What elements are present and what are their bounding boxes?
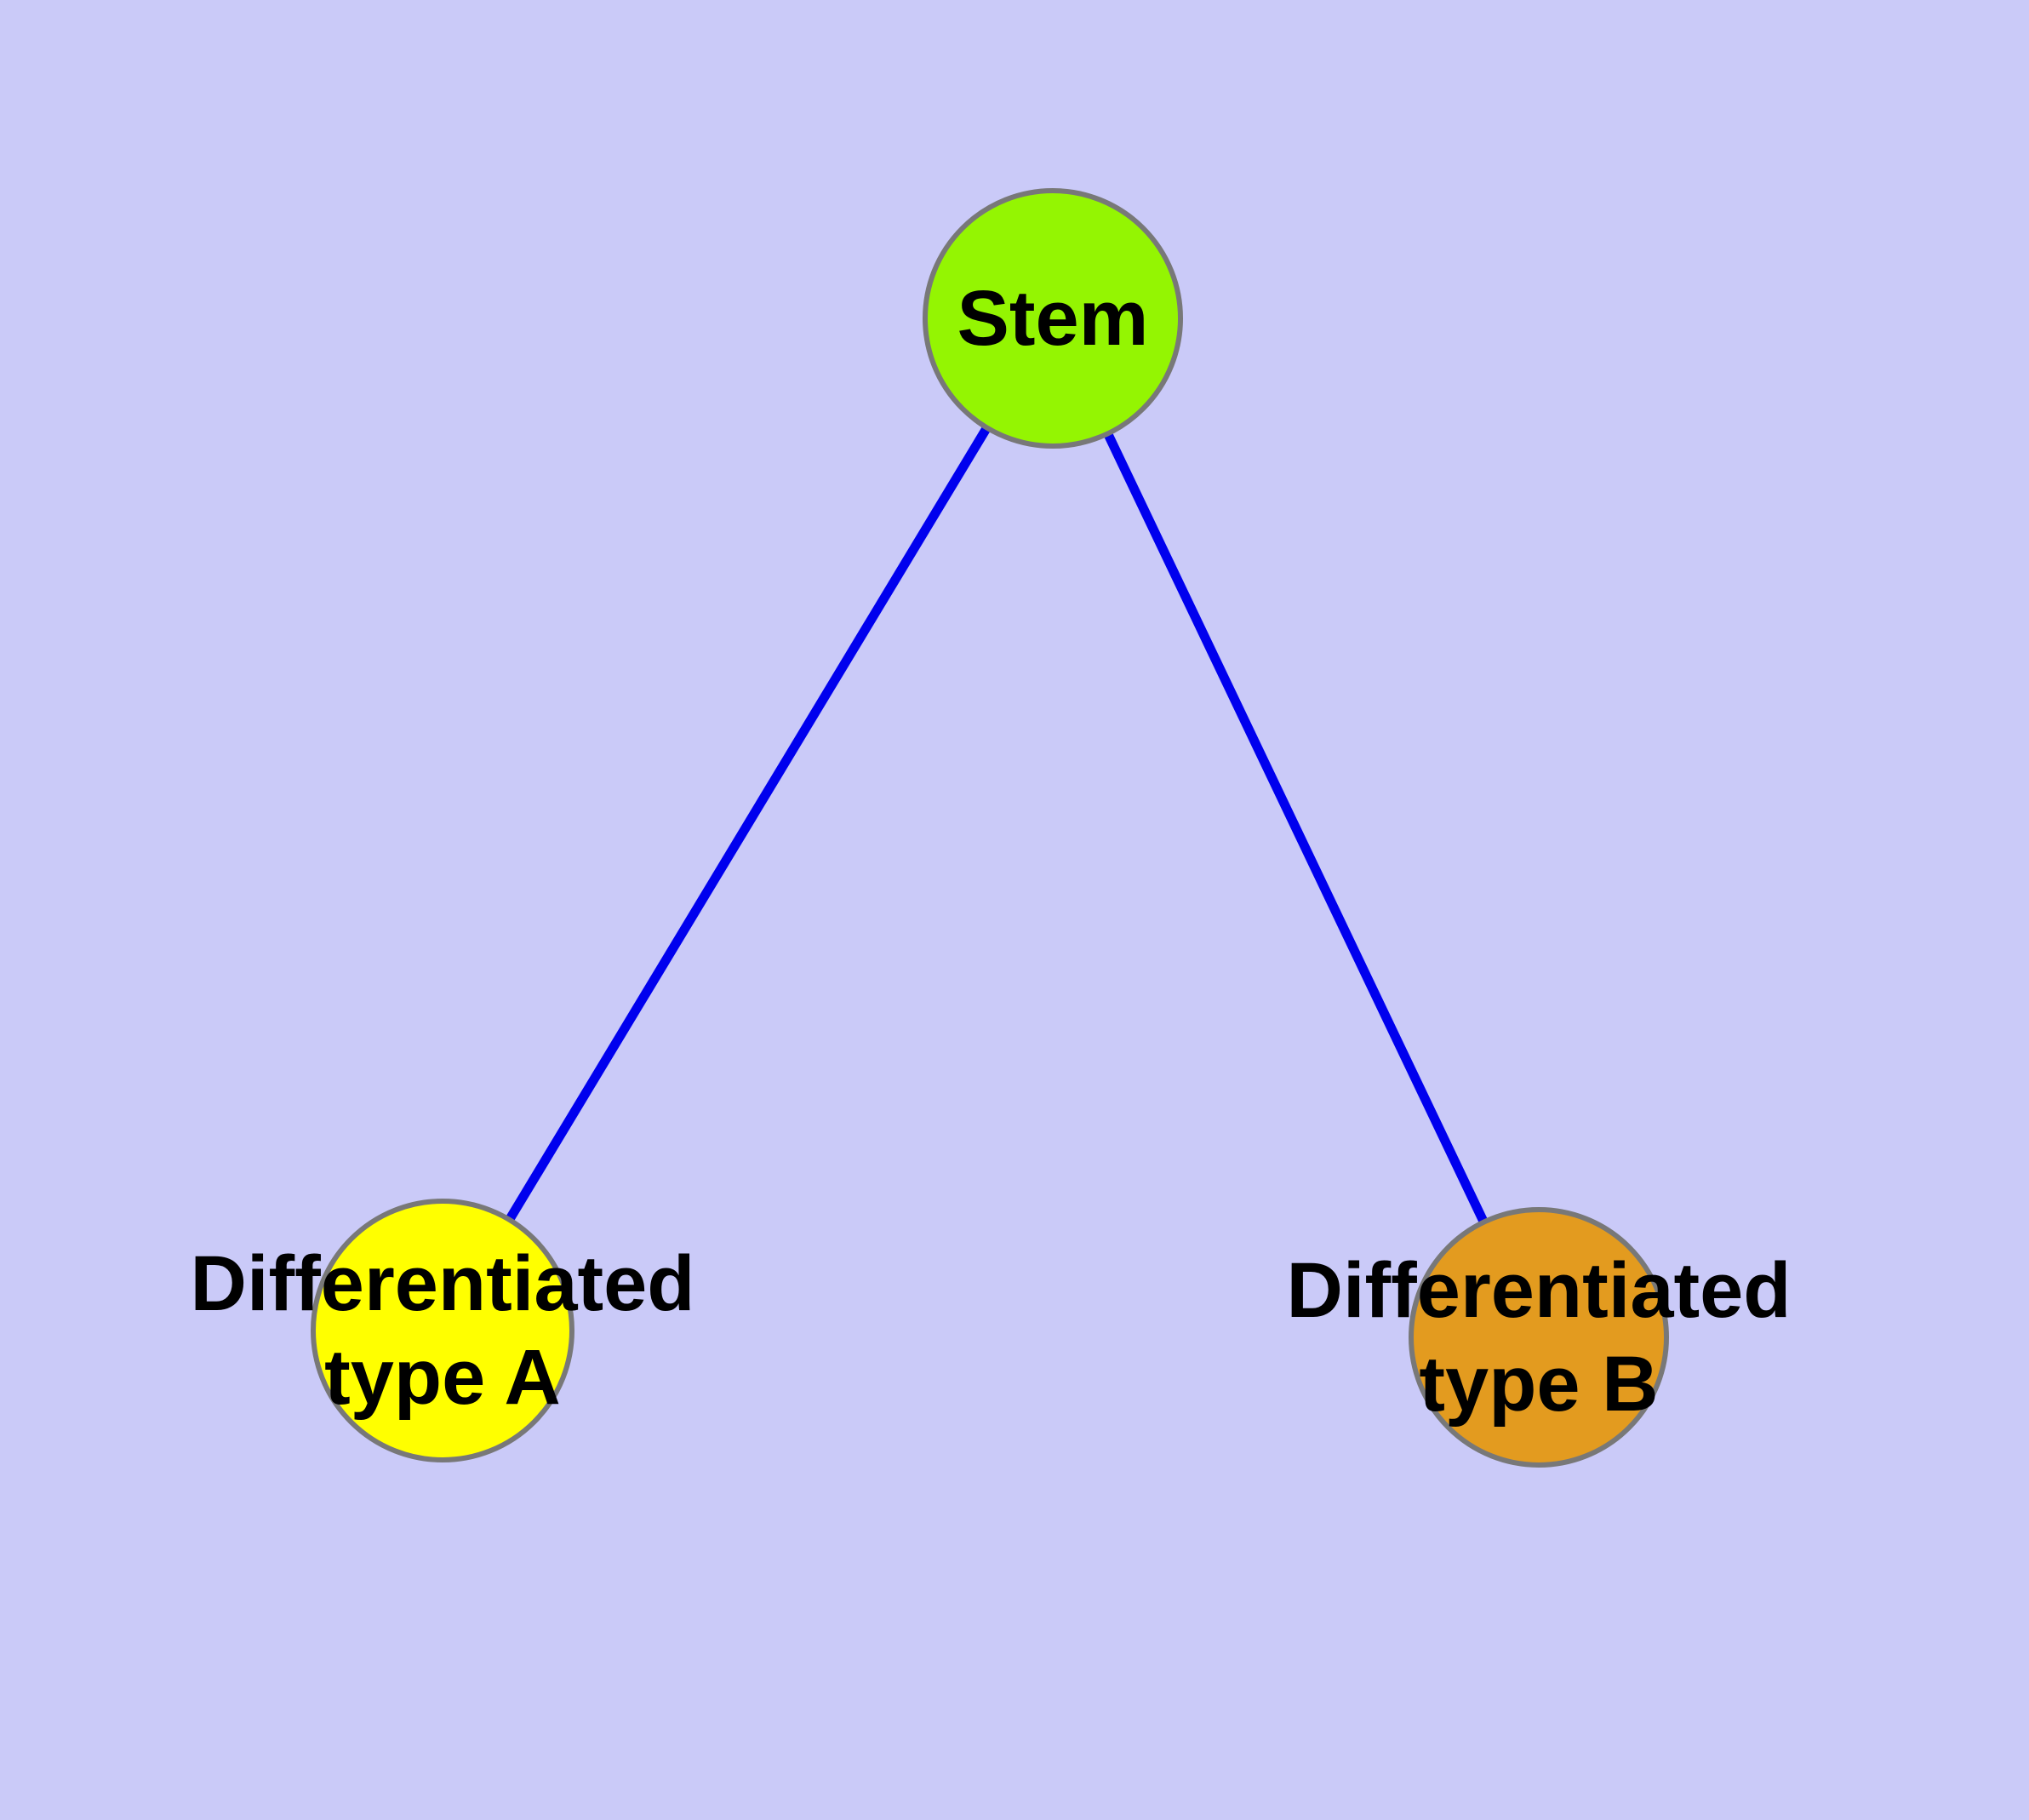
- node-differentiated-type-b-circle: [1409, 1207, 1669, 1468]
- node-stem-circle: [923, 188, 1183, 449]
- nodes-layer: [311, 188, 1669, 1468]
- edges-layer: [438, 316, 1543, 1340]
- edge-stem-to-type-b: [1049, 316, 1543, 1340]
- node-differentiated-type-a-circle: [311, 1199, 574, 1462]
- node-stem-label: Stem: [957, 275, 1149, 362]
- edge-stem-to-type-a: [438, 316, 1057, 1333]
